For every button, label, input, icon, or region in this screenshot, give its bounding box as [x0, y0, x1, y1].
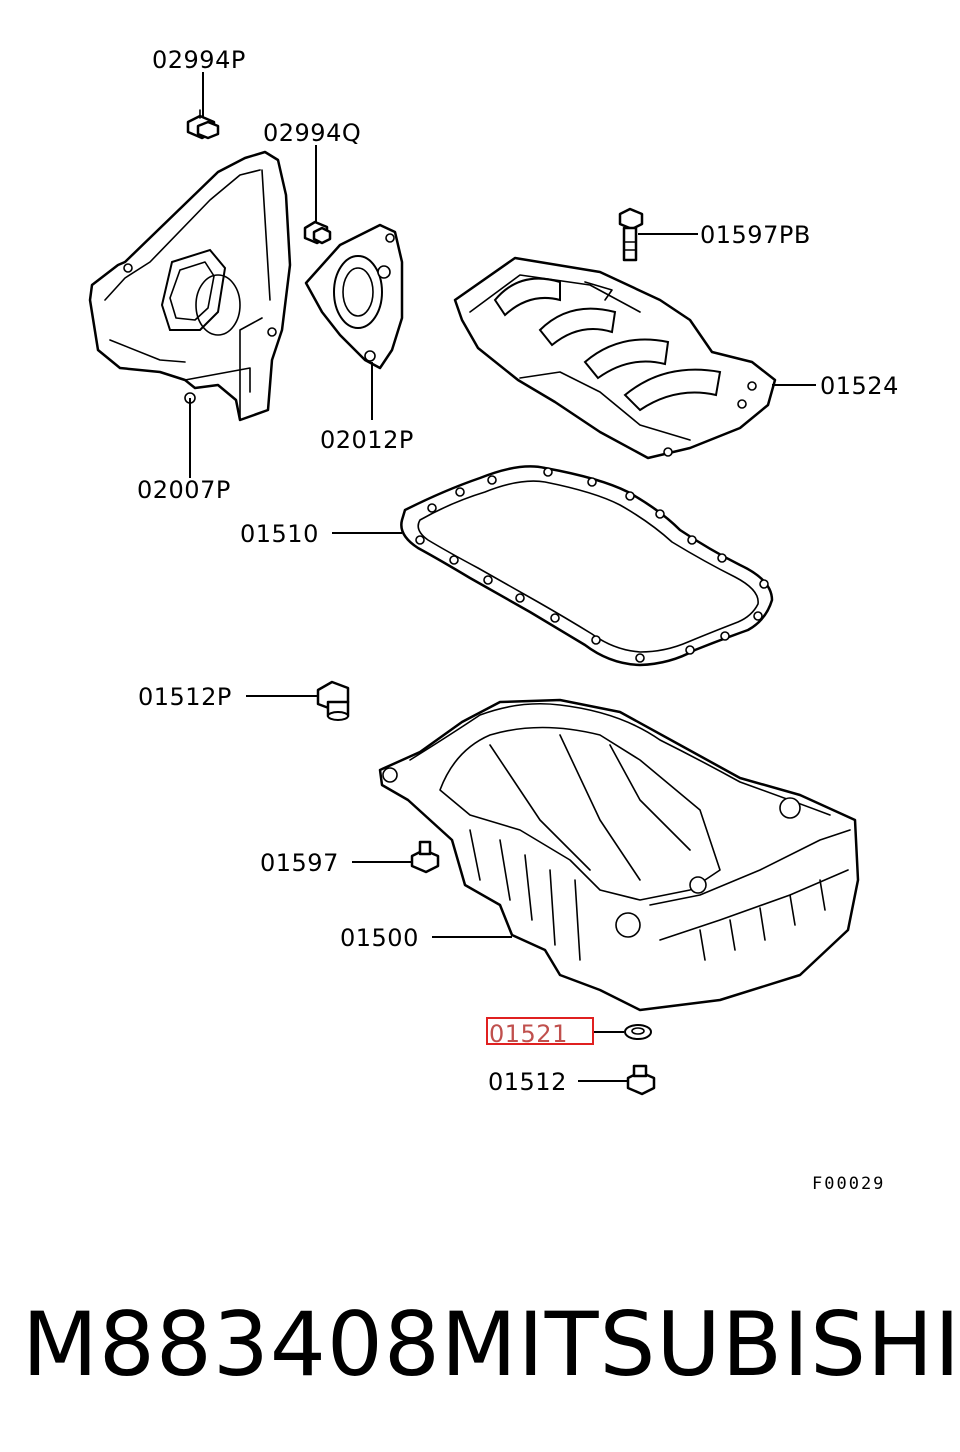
- gasket-bolt-holes: [415, 467, 769, 663]
- highlight-box-01521: [486, 1017, 594, 1045]
- gasket-01510-drawing: [400, 465, 774, 667]
- label-02994p[interactable]: 02994P: [152, 46, 246, 74]
- plug-01512p-drawing: [316, 680, 350, 721]
- bolt-02994p-drawing: [186, 109, 220, 140]
- label-01512[interactable]: 01512: [488, 1068, 567, 1096]
- drain-plug-01512-drawing: [626, 1064, 656, 1096]
- bolt-01597-drawing: [410, 840, 440, 874]
- timing-cover-02007p-drawing: [88, 150, 292, 422]
- brand-name: MITSUBISHI: [440, 1293, 960, 1396]
- label-01521[interactable]: 01521: [489, 1020, 568, 1048]
- label-01524[interactable]: 01524: [820, 372, 899, 400]
- oil-pan-01500-drawing: [378, 698, 860, 1012]
- label-01512p[interactable]: 01512P: [138, 683, 232, 711]
- label-01510[interactable]: 01510: [240, 520, 319, 548]
- highlighted-part-01521[interactable]: 01521: [486, 1017, 594, 1048]
- washer-01521-drawing: [624, 1024, 652, 1040]
- bolt-01597pb-drawing: [618, 207, 644, 262]
- caption-bar: M883408 MITSUBISHI: [0, 1275, 960, 1415]
- label-02012p[interactable]: 02012P: [320, 426, 414, 454]
- label-01597[interactable]: 01597: [260, 849, 339, 877]
- baffle-plate-01524-drawing: [453, 256, 777, 460]
- label-02994q[interactable]: 02994Q: [263, 119, 361, 147]
- part-number: M883408: [22, 1293, 441, 1396]
- seal-case-02012p-drawing: [304, 223, 404, 370]
- bolt-02994q-drawing: [303, 220, 332, 245]
- figure-code: F00029: [812, 1174, 885, 1194]
- label-02007p[interactable]: 02007P: [137, 476, 231, 504]
- label-01500[interactable]: 01500: [340, 924, 419, 952]
- label-01597pb[interactable]: 01597PB: [700, 221, 811, 249]
